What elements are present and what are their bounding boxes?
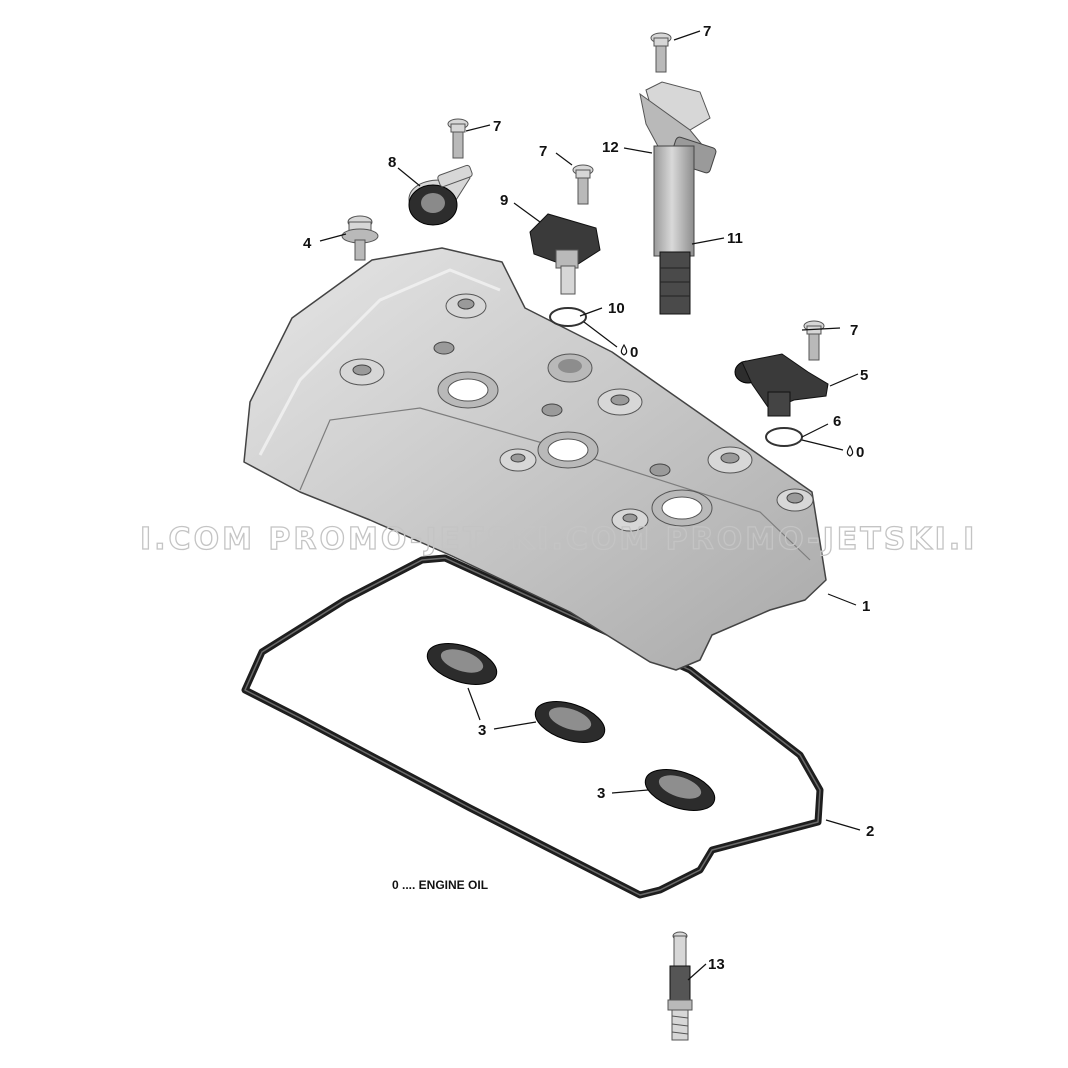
callout-7b: 7 xyxy=(493,118,501,135)
oil-drop-icon xyxy=(846,444,854,457)
camshaft-sensor xyxy=(529,213,601,295)
callout-7a: 7 xyxy=(703,23,711,40)
tube-seal-1 xyxy=(426,643,498,685)
tube-seal-3 xyxy=(644,769,716,811)
leader-lines xyxy=(319,30,861,981)
valve-cover-gasket xyxy=(241,554,824,899)
screw-sensor-5 xyxy=(803,320,825,361)
o-ring-6 xyxy=(765,427,803,447)
oil-mark-6: 0 xyxy=(846,444,864,461)
screw-sensor-9 xyxy=(572,164,594,205)
valve-cover xyxy=(243,247,827,671)
cable-clamp xyxy=(408,164,473,226)
oil-mark-10: 0 xyxy=(620,343,638,361)
speed-sensor xyxy=(734,353,829,417)
watermark-text: I.COM PROMO-JETSKI.COM PROMO-JETSKI.I xyxy=(140,522,977,557)
callout-7c: 7 xyxy=(539,143,547,160)
o-ring-10 xyxy=(549,307,587,327)
callout-6: 6 xyxy=(833,413,841,430)
oil-drop-icon xyxy=(620,343,628,356)
ignition-coil xyxy=(639,81,717,315)
callout-2: 2 xyxy=(866,823,874,840)
callout-3a: 3 xyxy=(478,722,486,739)
callout-13: 13 xyxy=(708,956,725,973)
screw-clamp xyxy=(447,118,469,159)
callout-11: 11 xyxy=(727,230,743,247)
callout-9: 9 xyxy=(500,192,508,209)
screw-coil xyxy=(650,32,672,73)
callout-4: 4 xyxy=(303,235,312,252)
oil-mark-10-text: 0 xyxy=(630,344,638,361)
legend-engine-oil: 0 .... ENGINE OIL xyxy=(392,878,488,892)
spark-plug xyxy=(667,931,693,1041)
flange-bolt xyxy=(341,215,379,261)
callout-1: 1 xyxy=(862,598,870,615)
callout-8: 8 xyxy=(388,154,396,171)
callout-3b: 3 xyxy=(597,785,605,802)
callout-5: 5 xyxy=(860,367,868,384)
callout-7d: 7 xyxy=(850,322,858,339)
callout-10: 10 xyxy=(608,300,625,317)
oil-mark-6-text: 0 xyxy=(856,444,864,461)
callout-12: 12 xyxy=(602,139,619,156)
tube-seal-2 xyxy=(534,701,606,743)
